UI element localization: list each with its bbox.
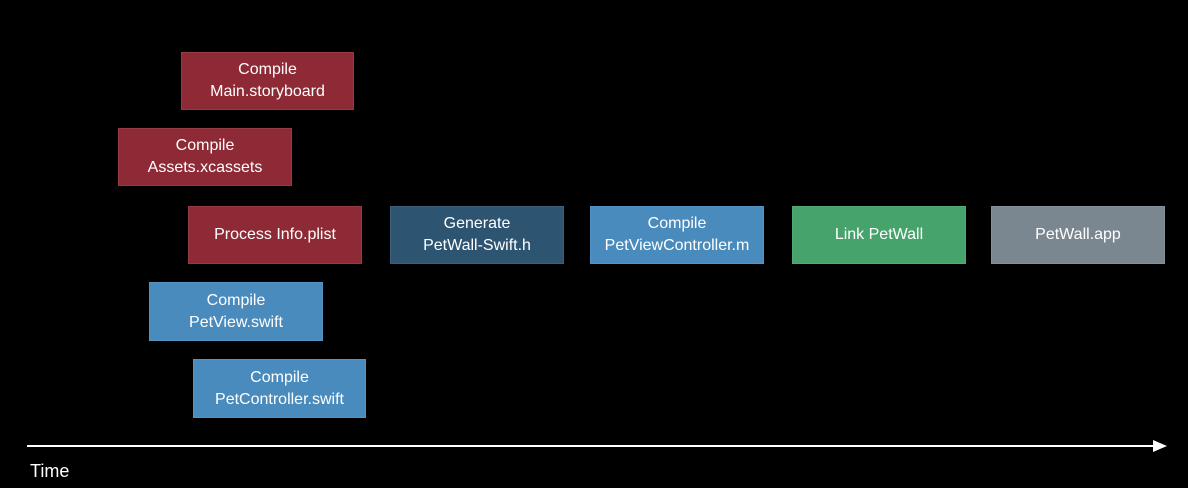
task-process-info-plist: Process Info.plist	[188, 206, 362, 264]
arrow-right-icon	[1153, 440, 1167, 452]
task-label-line1: Process Info.plist	[214, 226, 336, 243]
time-axis	[27, 440, 1167, 452]
task-label-line2: PetViewController.m	[604, 237, 750, 254]
task-link-petwall: Link PetWall	[792, 206, 966, 264]
task-label-line1: Link PetWall	[834, 226, 924, 243]
task-compile-main-storyboard: Compile Main.storyboard	[181, 52, 354, 110]
task-label-line2: PetWall-Swift.h	[423, 237, 531, 254]
task-compile-assets-xcassets: Compile Assets.xcassets	[118, 128, 292, 186]
task-label-line1: Compile	[238, 61, 297, 78]
task-label-line2: PetController.swift	[215, 390, 344, 408]
task-label-line2: PetView.swift	[189, 313, 283, 331]
task-label-line1: Generate	[443, 215, 511, 232]
task-label-line1: Compile	[206, 291, 266, 309]
task-label-line1: Compile	[175, 137, 235, 154]
task-label-line2: Main.storyboard	[210, 83, 325, 100]
task-label-line2: Assets.xcassets	[147, 159, 263, 176]
task-label-line1: PetWall.app	[1035, 226, 1121, 243]
task-compile-petcontroller-swift: Compile PetController.swift	[193, 359, 366, 418]
task-label-line1: Compile	[647, 215, 707, 232]
task-label-line1: Compile	[250, 368, 309, 386]
time-axis-label: Time	[30, 461, 70, 481]
task-generate-petwall-swift-h: Generate PetWall-Swift.h	[390, 206, 564, 264]
task-petwall-app: PetWall.app	[991, 206, 1165, 264]
task-compile-petviewcontroller-m: Compile PetViewController.m	[590, 206, 764, 264]
task-compile-petview-swift: Compile PetView.swift	[149, 282, 323, 341]
